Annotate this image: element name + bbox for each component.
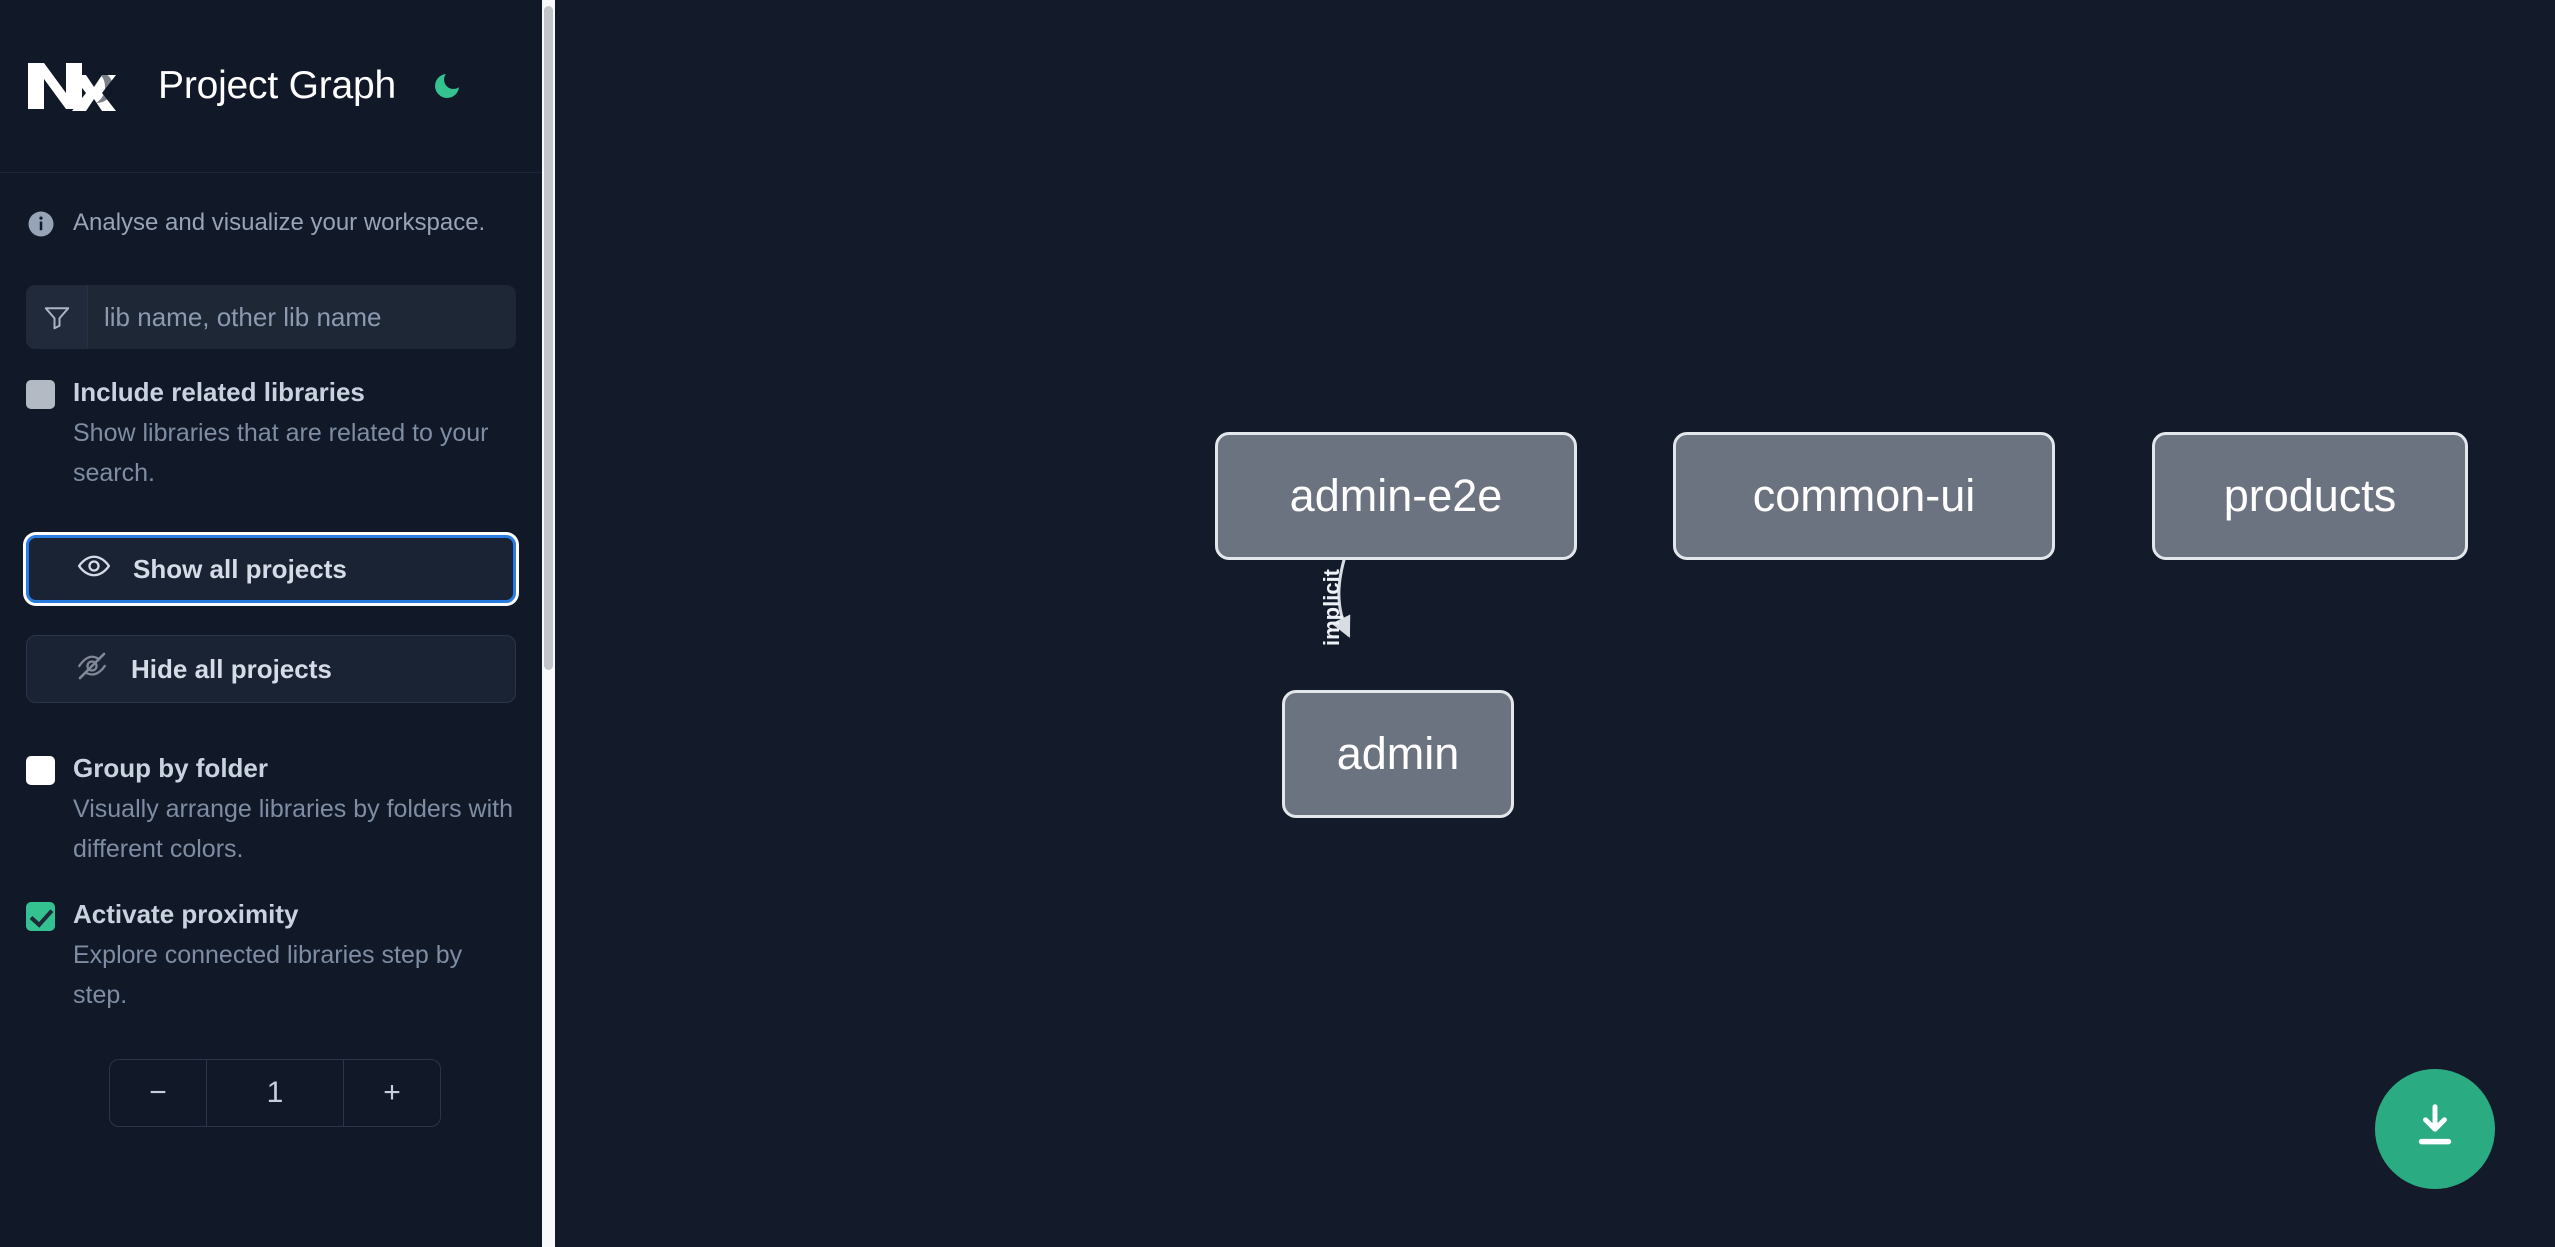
moon-icon[interactable] (426, 65, 468, 107)
activate-proximity-checkbox[interactable] (26, 902, 55, 931)
page-title: Project Graph (158, 64, 397, 107)
graph-node-admin[interactable]: admin (1282, 690, 1514, 818)
nx-logo-icon (26, 57, 122, 115)
proximity-stepper: − 1 + (109, 1059, 441, 1127)
graph-node-common-ui[interactable]: common-ui (1673, 432, 2055, 560)
info-icon (26, 209, 56, 239)
option-activate-proximity[interactable]: Activate proximity Explore connected lib… (0, 869, 542, 1015)
sidebar-scrollbar[interactable] (542, 0, 555, 1247)
sidebar-content: Project Graph Analyse and visualize your… (0, 0, 542, 1247)
proximity-decrement-button[interactable]: − (110, 1060, 207, 1126)
download-button[interactable] (2375, 1069, 2495, 1189)
option-description: Show libraries that are related to your … (73, 419, 489, 487)
filter-row (26, 285, 516, 349)
proximity-increment-button[interactable]: + (343, 1060, 440, 1126)
eye-icon (77, 549, 111, 590)
search-input[interactable] (88, 285, 516, 349)
download-icon (2408, 1100, 2462, 1159)
group-by-folder-checkbox[interactable] (26, 756, 55, 785)
graph-canvas[interactable]: implicit implicit admin-e2e common-ui pr… (555, 0, 2555, 1247)
sidebar: Project Graph Analyse and visualize your… (0, 0, 555, 1247)
sidebar-header: Project Graph (0, 0, 542, 173)
include-related-libraries-checkbox[interactable] (26, 380, 55, 409)
graph-node-admin-e2e[interactable]: admin-e2e (1215, 432, 1577, 560)
sidebar-scrollbar-thumb[interactable] (544, 6, 553, 670)
edge-label-admin-e2e-to-admin: implicit (1319, 568, 1344, 646)
blurb-text: Analyse and visualize your workspace. (73, 209, 486, 236)
option-include-related-libraries[interactable]: Include related libraries Show libraries… (0, 349, 542, 493)
proximity-value: 1 (266, 1076, 284, 1109)
option-group-by-folder[interactable]: Group by folder Visually arrange librari… (0, 703, 542, 869)
filter-funnel-icon (26, 285, 88, 349)
option-label: Group by folder (73, 753, 268, 783)
option-label: Include related libraries (73, 377, 365, 407)
hide-all-projects-label: Hide all projects (131, 653, 332, 684)
hide-all-projects-button[interactable]: Hide all projects (26, 635, 516, 703)
graph-edges (1331, 552, 1351, 638)
graph-node-products[interactable]: products (2152, 432, 2468, 560)
option-description: Visually arrange libraries by folders wi… (73, 795, 514, 863)
show-all-projects-button[interactable]: Show all projects (26, 535, 516, 603)
show-all-projects-label: Show all projects (133, 553, 347, 584)
workspace-blurb: Analyse and visualize your workspace. (0, 173, 542, 273)
option-description: Explore connected libraries step by step… (73, 941, 463, 1009)
option-label: Activate proximity (73, 899, 299, 929)
eye-off-icon (75, 649, 109, 690)
